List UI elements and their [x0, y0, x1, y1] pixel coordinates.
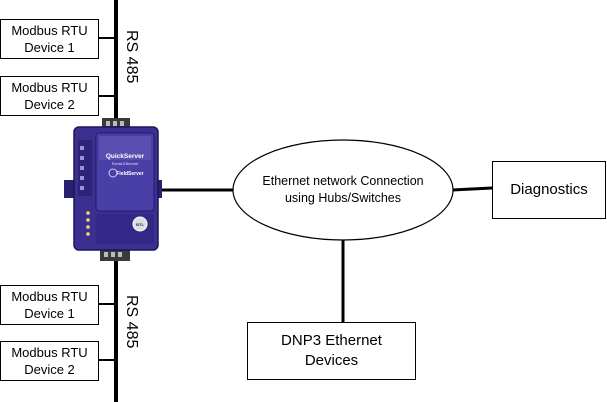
gateway-sub-label: Serial-Ethernet	[112, 161, 140, 166]
bottom-device-1-line2: Device 1	[24, 306, 75, 321]
network-label: Ethernet network Connection using Hubs/S…	[238, 173, 448, 207]
gateway-maker-label: FieldServer	[116, 171, 143, 177]
top-device-2-line1: Modbus RTU	[11, 80, 88, 95]
left-mount-tab	[64, 180, 76, 198]
gateway-logo-label: BTL	[136, 222, 144, 227]
bottom-device-2-line1: Modbus RTU	[11, 345, 88, 360]
top-device-1-line2: Device 1	[24, 40, 75, 55]
network-label-line2: using Hubs/Switches	[284, 191, 402, 205]
dnp3-devices-box: DNP3 Ethernet Devices	[247, 322, 416, 380]
bottom-device-1-line1: Modbus RTU	[11, 289, 88, 304]
dnp3-label-line2: Devices	[304, 352, 359, 369]
network-ellipse	[232, 139, 454, 241]
top-device-2-line2: Device 2	[24, 97, 75, 112]
bottom-device-1-box: Modbus RTU Device 1	[0, 285, 99, 325]
rs485-label-bottom: RS 485	[123, 295, 140, 349]
diagnostics-link	[451, 186, 493, 192]
top-device-1-box: Modbus RTU Device 1	[0, 19, 99, 59]
bottom-device-2-line2: Device 2	[24, 362, 75, 377]
dnp3-label-line1: DNP3 Ethernet	[281, 332, 382, 349]
btl-logo-icon	[132, 216, 148, 232]
fieldserver-logo-icon	[108, 168, 118, 178]
network-label-line1: Ethernet network Connection	[262, 174, 424, 188]
top-device-1-line1: Modbus RTU	[11, 23, 88, 38]
diagnostics-label: Diagnostics	[510, 181, 588, 198]
top-device-2-box: Modbus RTU Device 2	[0, 76, 99, 116]
rs485-label-top: RS 485	[123, 30, 140, 84]
bottom-device-2-box: Modbus RTU Device 2	[0, 341, 99, 381]
gateway-brand-label: QuickServer	[106, 153, 145, 160]
diagnostics-box: Diagnostics	[492, 161, 606, 219]
quickserver-gateway: QuickServer Serial-Ethernet FieldServer …	[64, 118, 162, 261]
